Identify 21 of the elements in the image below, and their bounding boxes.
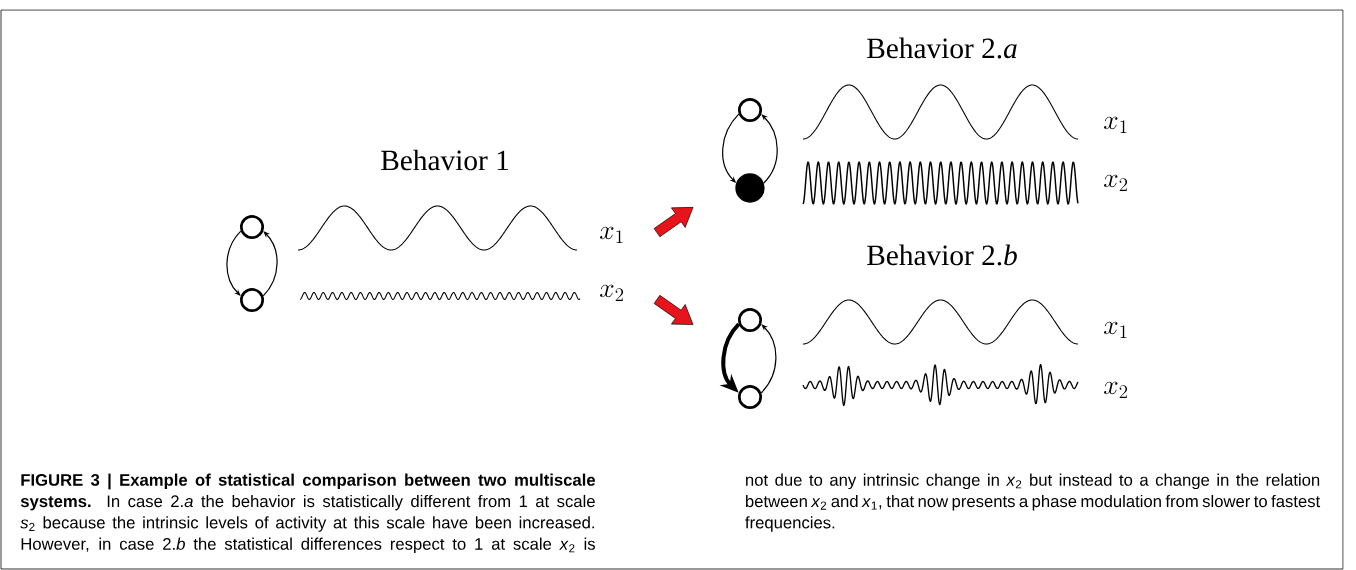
variable-label: $x_{1}$ [1104,116,1127,133]
node-circle [240,288,264,312]
caption: FIGURE 3 | Example of statistical comparison between two multiscale systems. In case 2.a the behavior is statistically different from 1 at scale s$_{2}$ because the intrinsic levels of activity at this scale have been increased. However, in case 2.b the statistical differences respect to 1 at scale x$_{2}$ is not due to any intrinsic change in x$_{2}$ but instead to a change in the relation between x$_{2}$ and x$_{1}$, that now presents a phase modulation from slower to fastest frequencies. [20,473,1321,554]
node-dot [735,173,765,203]
node-circle [240,215,264,239]
arrow [761,114,778,184]
arrow [226,230,242,296]
arrow [262,231,278,297]
variable-label: $x_{1}$ [1104,321,1127,338]
panel-title: Behavior 2.b [867,244,1017,266]
arrow [760,324,777,394]
variable-label: $x_{2}$ [600,284,624,301]
node-circle [738,98,762,122]
variable-label: $x_{2}$ [1104,381,1128,398]
node-circle [738,308,762,332]
arrow [722,113,740,183]
variable-label: $x_{2}$ [1104,174,1128,191]
panel-title: Behavior 1 [381,149,508,171]
panel-title: Behavior 2.a [867,37,1017,59]
variable-label: $x_{1}$ [600,226,623,243]
node-circle [738,385,762,409]
